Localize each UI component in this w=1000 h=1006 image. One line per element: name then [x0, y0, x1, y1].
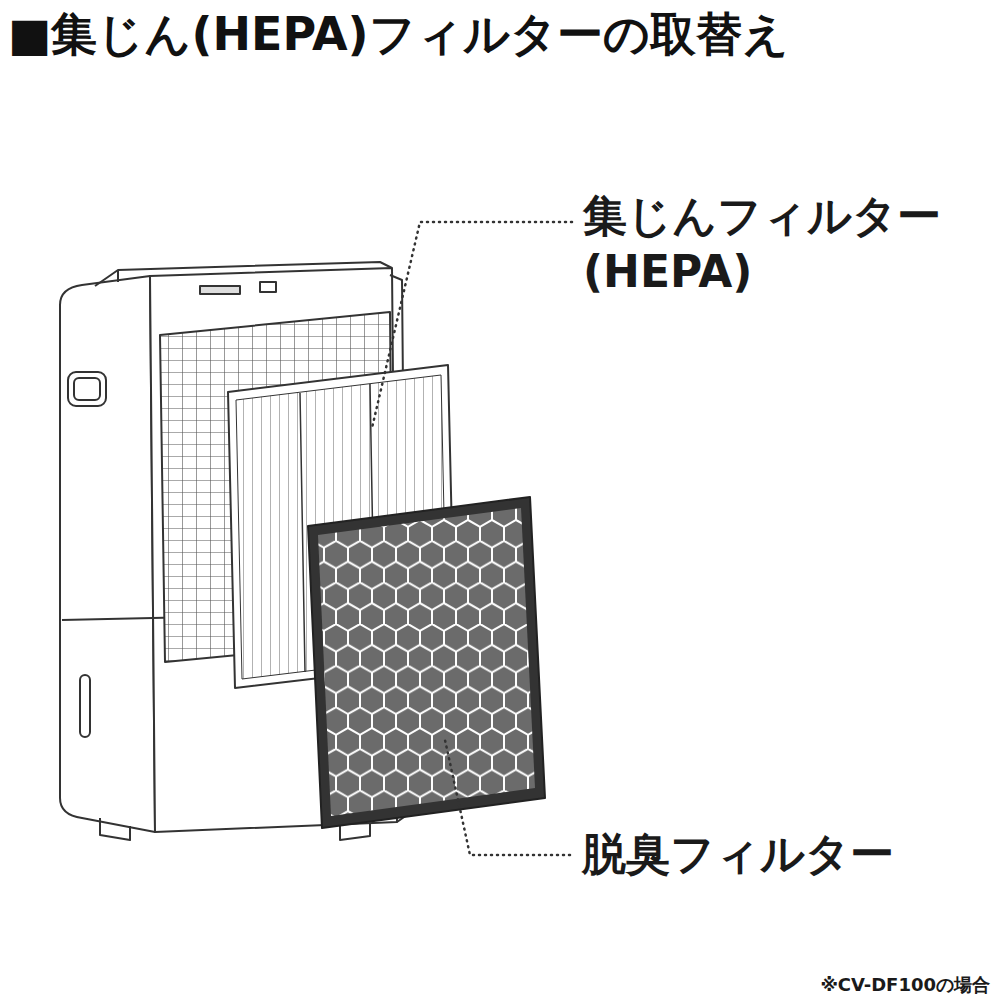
page-title: ■集じん(HEPA)フィルターの取替え: [8, 4, 789, 64]
deodorizing-filter: [308, 497, 545, 828]
note: ※CV-DF100の場合: [820, 972, 990, 998]
leader-lines: [372, 222, 572, 855]
part-label: 脱臭フィルター: [582, 826, 894, 882]
part-label: 集じんフィルター (HEPA): [583, 188, 983, 300]
